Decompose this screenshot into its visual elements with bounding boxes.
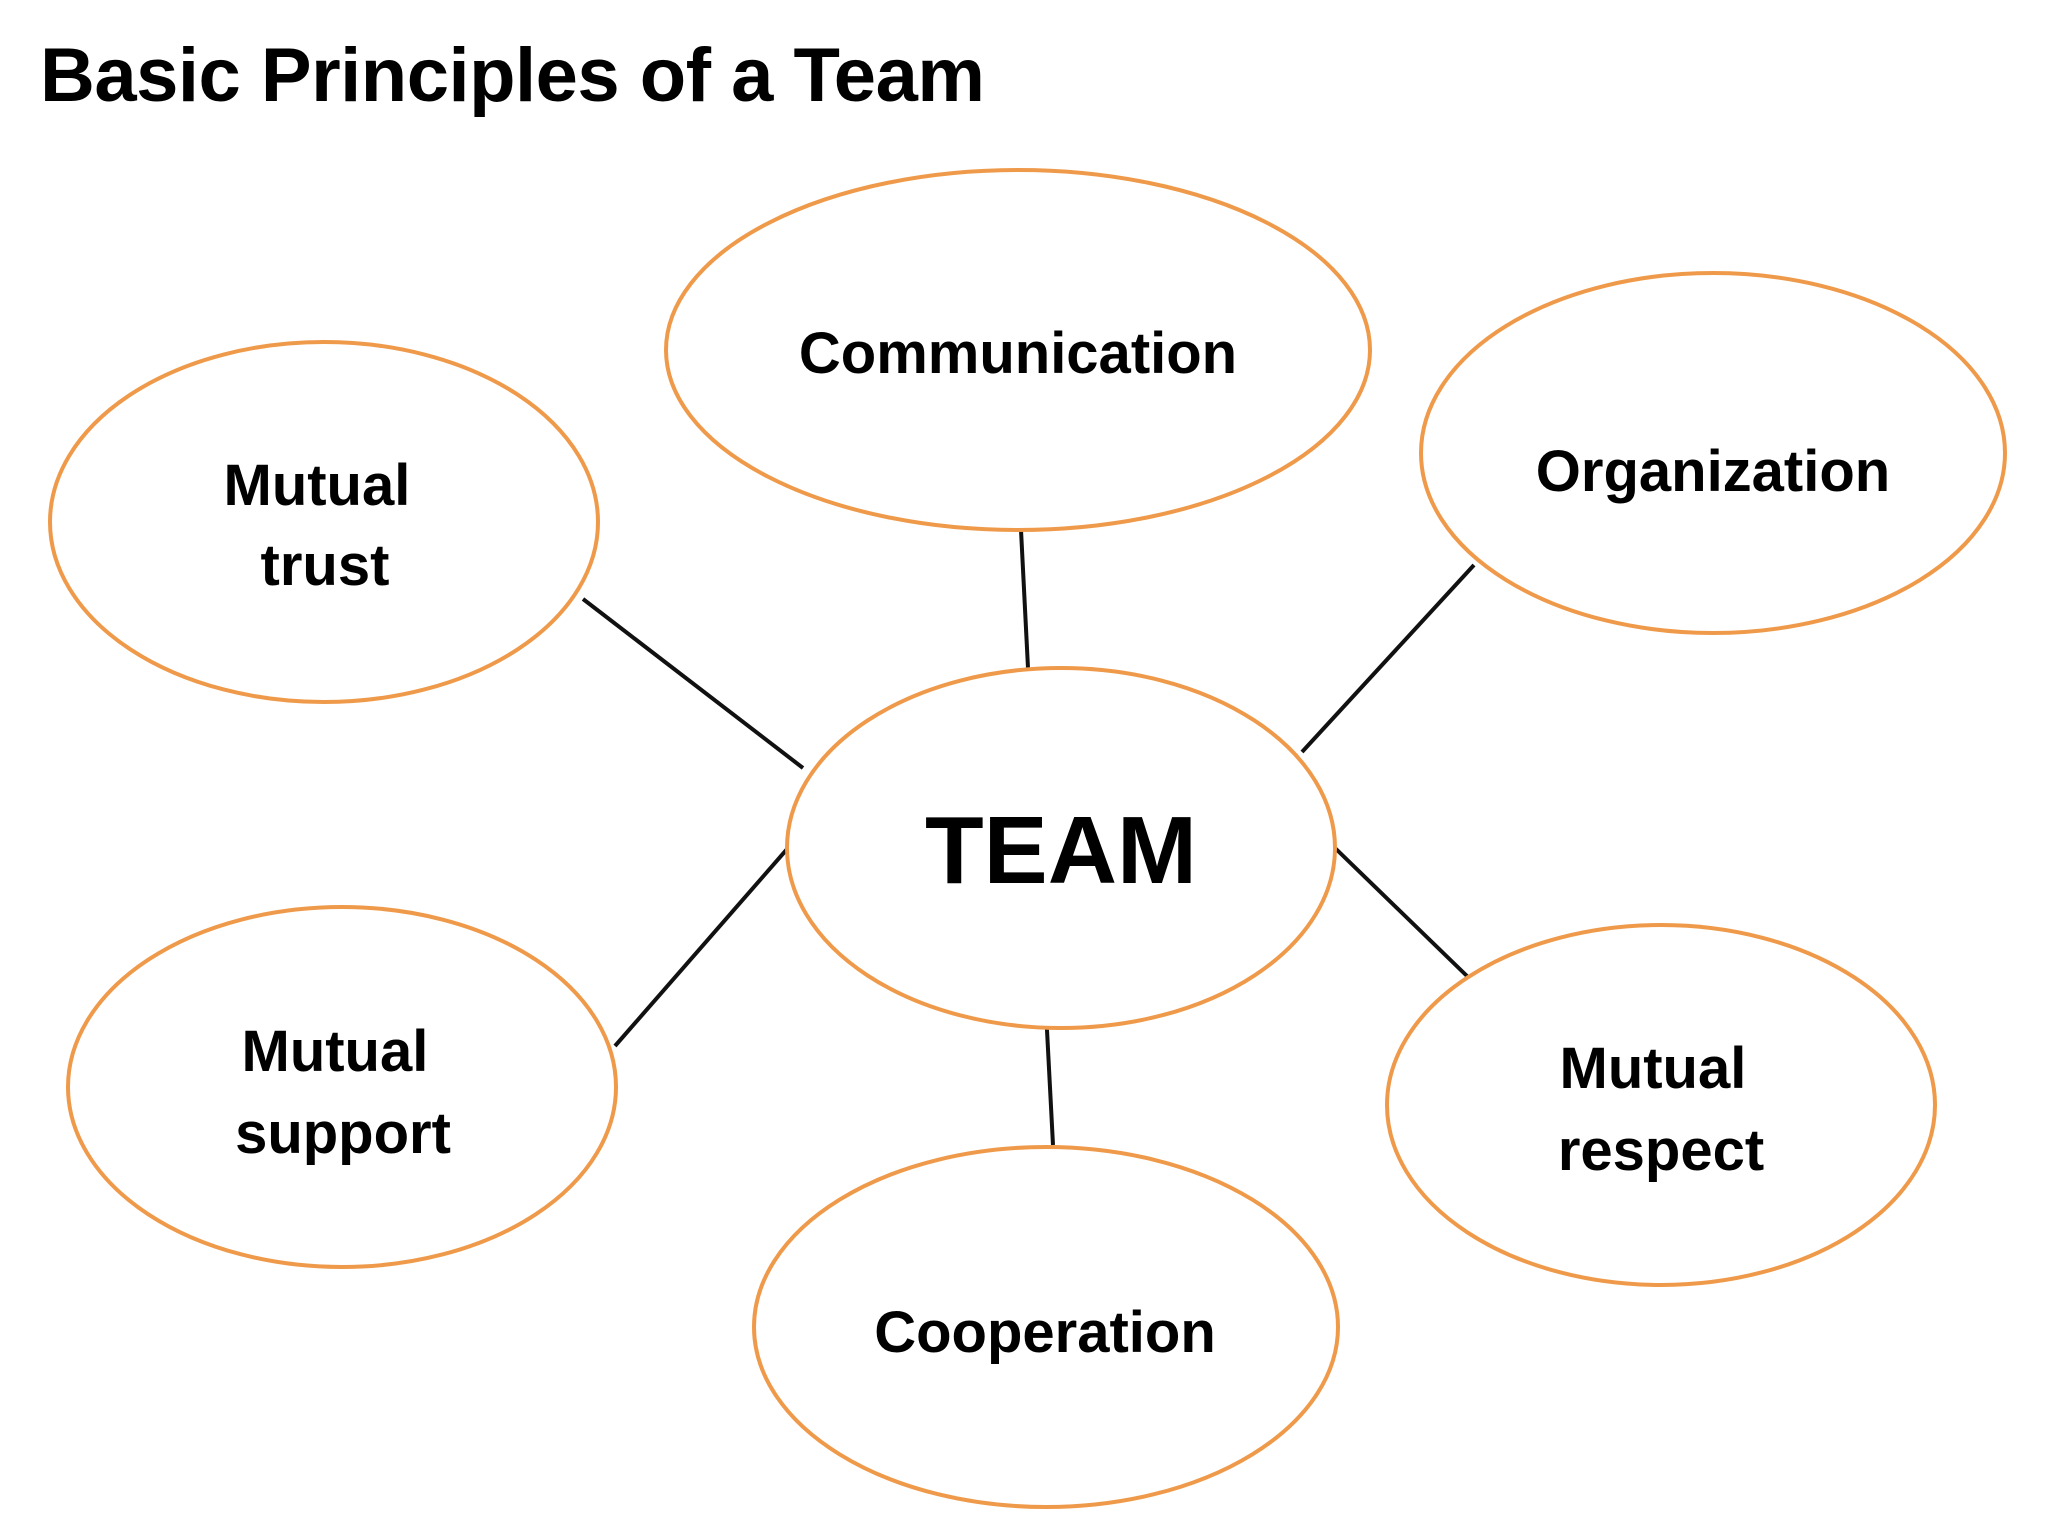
node-label-communication: Communication [799, 321, 1237, 386]
ellipse-communication [664, 168, 1372, 532]
page-title: Basic Principles of a Team [40, 33, 985, 118]
ellipse-mutual-support [66, 905, 618, 1269]
ellipse-cooperation [752, 1145, 1340, 1509]
ellipse-mutual-trust [48, 340, 600, 704]
ellipse-organization [1419, 271, 2007, 635]
node-label-organization: Organization [1536, 439, 1890, 504]
ellipse-team-center [785, 666, 1337, 1030]
connector-mutual-respect [1333, 846, 1470, 979]
connector-organization [1300, 563, 1476, 754]
ellipses [48, 168, 2007, 1509]
connector-mutual-support [613, 846, 790, 1048]
ellipse-mutual-respect [1385, 923, 1937, 1287]
connector-cooperation [1044, 1010, 1055, 1146]
node-label-mutual-support: Mutual support [235, 1019, 451, 1166]
connector-mutual-trust [581, 597, 805, 770]
node-label-mutual-respect: Mutual respect [1558, 1036, 1764, 1183]
connectors [581, 529, 1476, 1146]
node-label-cooperation: Cooperation [874, 1300, 1216, 1365]
connector-communication [1019, 529, 1030, 669]
node-label-mutual-trust: Mutual trust [224, 453, 427, 598]
labels: Communication Organization Mutual trust … [224, 321, 1891, 1365]
node-label-team: TEAM [925, 797, 1197, 904]
